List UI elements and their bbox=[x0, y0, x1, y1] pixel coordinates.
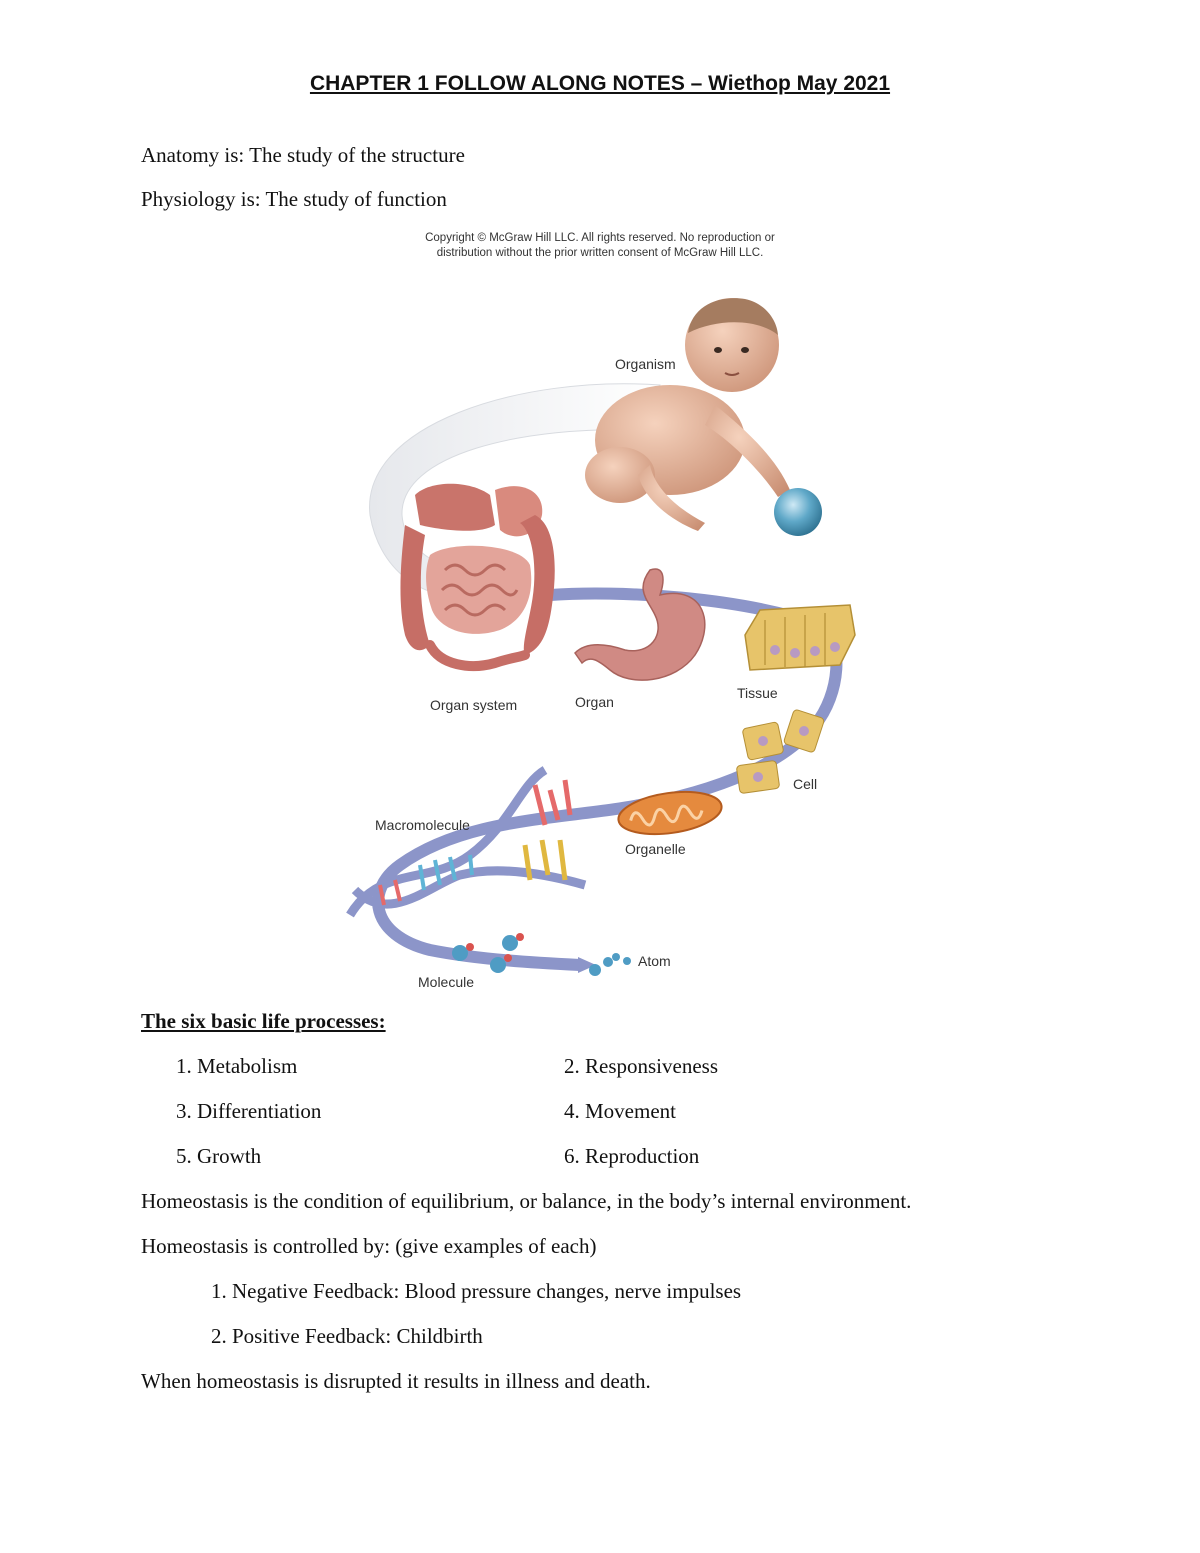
mitochondrion-illustration bbox=[617, 790, 723, 836]
homeostasis-controlled-by: Homeostasis is controlled by: (give exam… bbox=[141, 1234, 597, 1258]
life-processes-heading: The six basic life processes: bbox=[141, 1009, 386, 1033]
life-process-item: 6. Reproduction bbox=[564, 1144, 700, 1168]
atom-illustration bbox=[589, 953, 631, 976]
label-atom: Atom bbox=[638, 953, 671, 969]
life-process-item: 5. Growth bbox=[176, 1144, 262, 1168]
homeostasis-disrupted: When homeostasis is disrupted it results… bbox=[141, 1369, 651, 1393]
label-organelle: Organelle bbox=[625, 841, 686, 857]
label-macromolecule: Macromolecule bbox=[375, 817, 470, 833]
label-molecule: Molecule bbox=[418, 974, 474, 990]
life-process-item: 2. Responsiveness bbox=[564, 1054, 718, 1078]
label-organism: Organism bbox=[615, 356, 676, 372]
label-organ-system: Organ system bbox=[430, 697, 517, 713]
label-cell: Cell bbox=[793, 776, 817, 792]
feedback-item-positive: 2. Positive Feedback: Childbirth bbox=[211, 1324, 483, 1348]
digestive-system-illustration bbox=[400, 483, 555, 671]
tissue-illustration bbox=[744, 604, 856, 671]
stomach-illustration bbox=[574, 568, 706, 681]
dna-illustration bbox=[346, 766, 587, 918]
feedback-item-negative: 1. Negative Feedback: Blood pressure cha… bbox=[211, 1279, 742, 1303]
copyright-line-1: Copyright © McGraw Hill LLC. All rights … bbox=[425, 232, 775, 244]
copyright-line-2: distribution without the prior written c… bbox=[437, 247, 764, 259]
pathway-arrowhead bbox=[578, 957, 596, 973]
life-process-item: 4. Movement bbox=[564, 1099, 676, 1123]
anatomy-definition: Anatomy is: The study of the structure bbox=[141, 143, 465, 167]
physiology-definition: Physiology is: The study of function bbox=[141, 187, 447, 211]
cell-illustration bbox=[736, 709, 825, 794]
molecule-illustration bbox=[452, 933, 524, 973]
document-title: CHAPTER 1 FOLLOW ALONG NOTES – Wiethop M… bbox=[309, 72, 891, 95]
baby-illustration bbox=[585, 298, 790, 531]
life-process-item: 3. Differentiation bbox=[176, 1099, 322, 1123]
label-organ: Organ bbox=[575, 694, 614, 710]
levels-of-organization-figure: Copyright © McGraw Hill LLC. All rights … bbox=[320, 225, 880, 995]
ball-illustration bbox=[774, 488, 822, 536]
homeostasis-definition: Homeostasis is the condition of equilibr… bbox=[141, 1189, 912, 1213]
label-tissue: Tissue bbox=[737, 685, 778, 701]
life-process-item: 1. Metabolism bbox=[176, 1054, 298, 1078]
